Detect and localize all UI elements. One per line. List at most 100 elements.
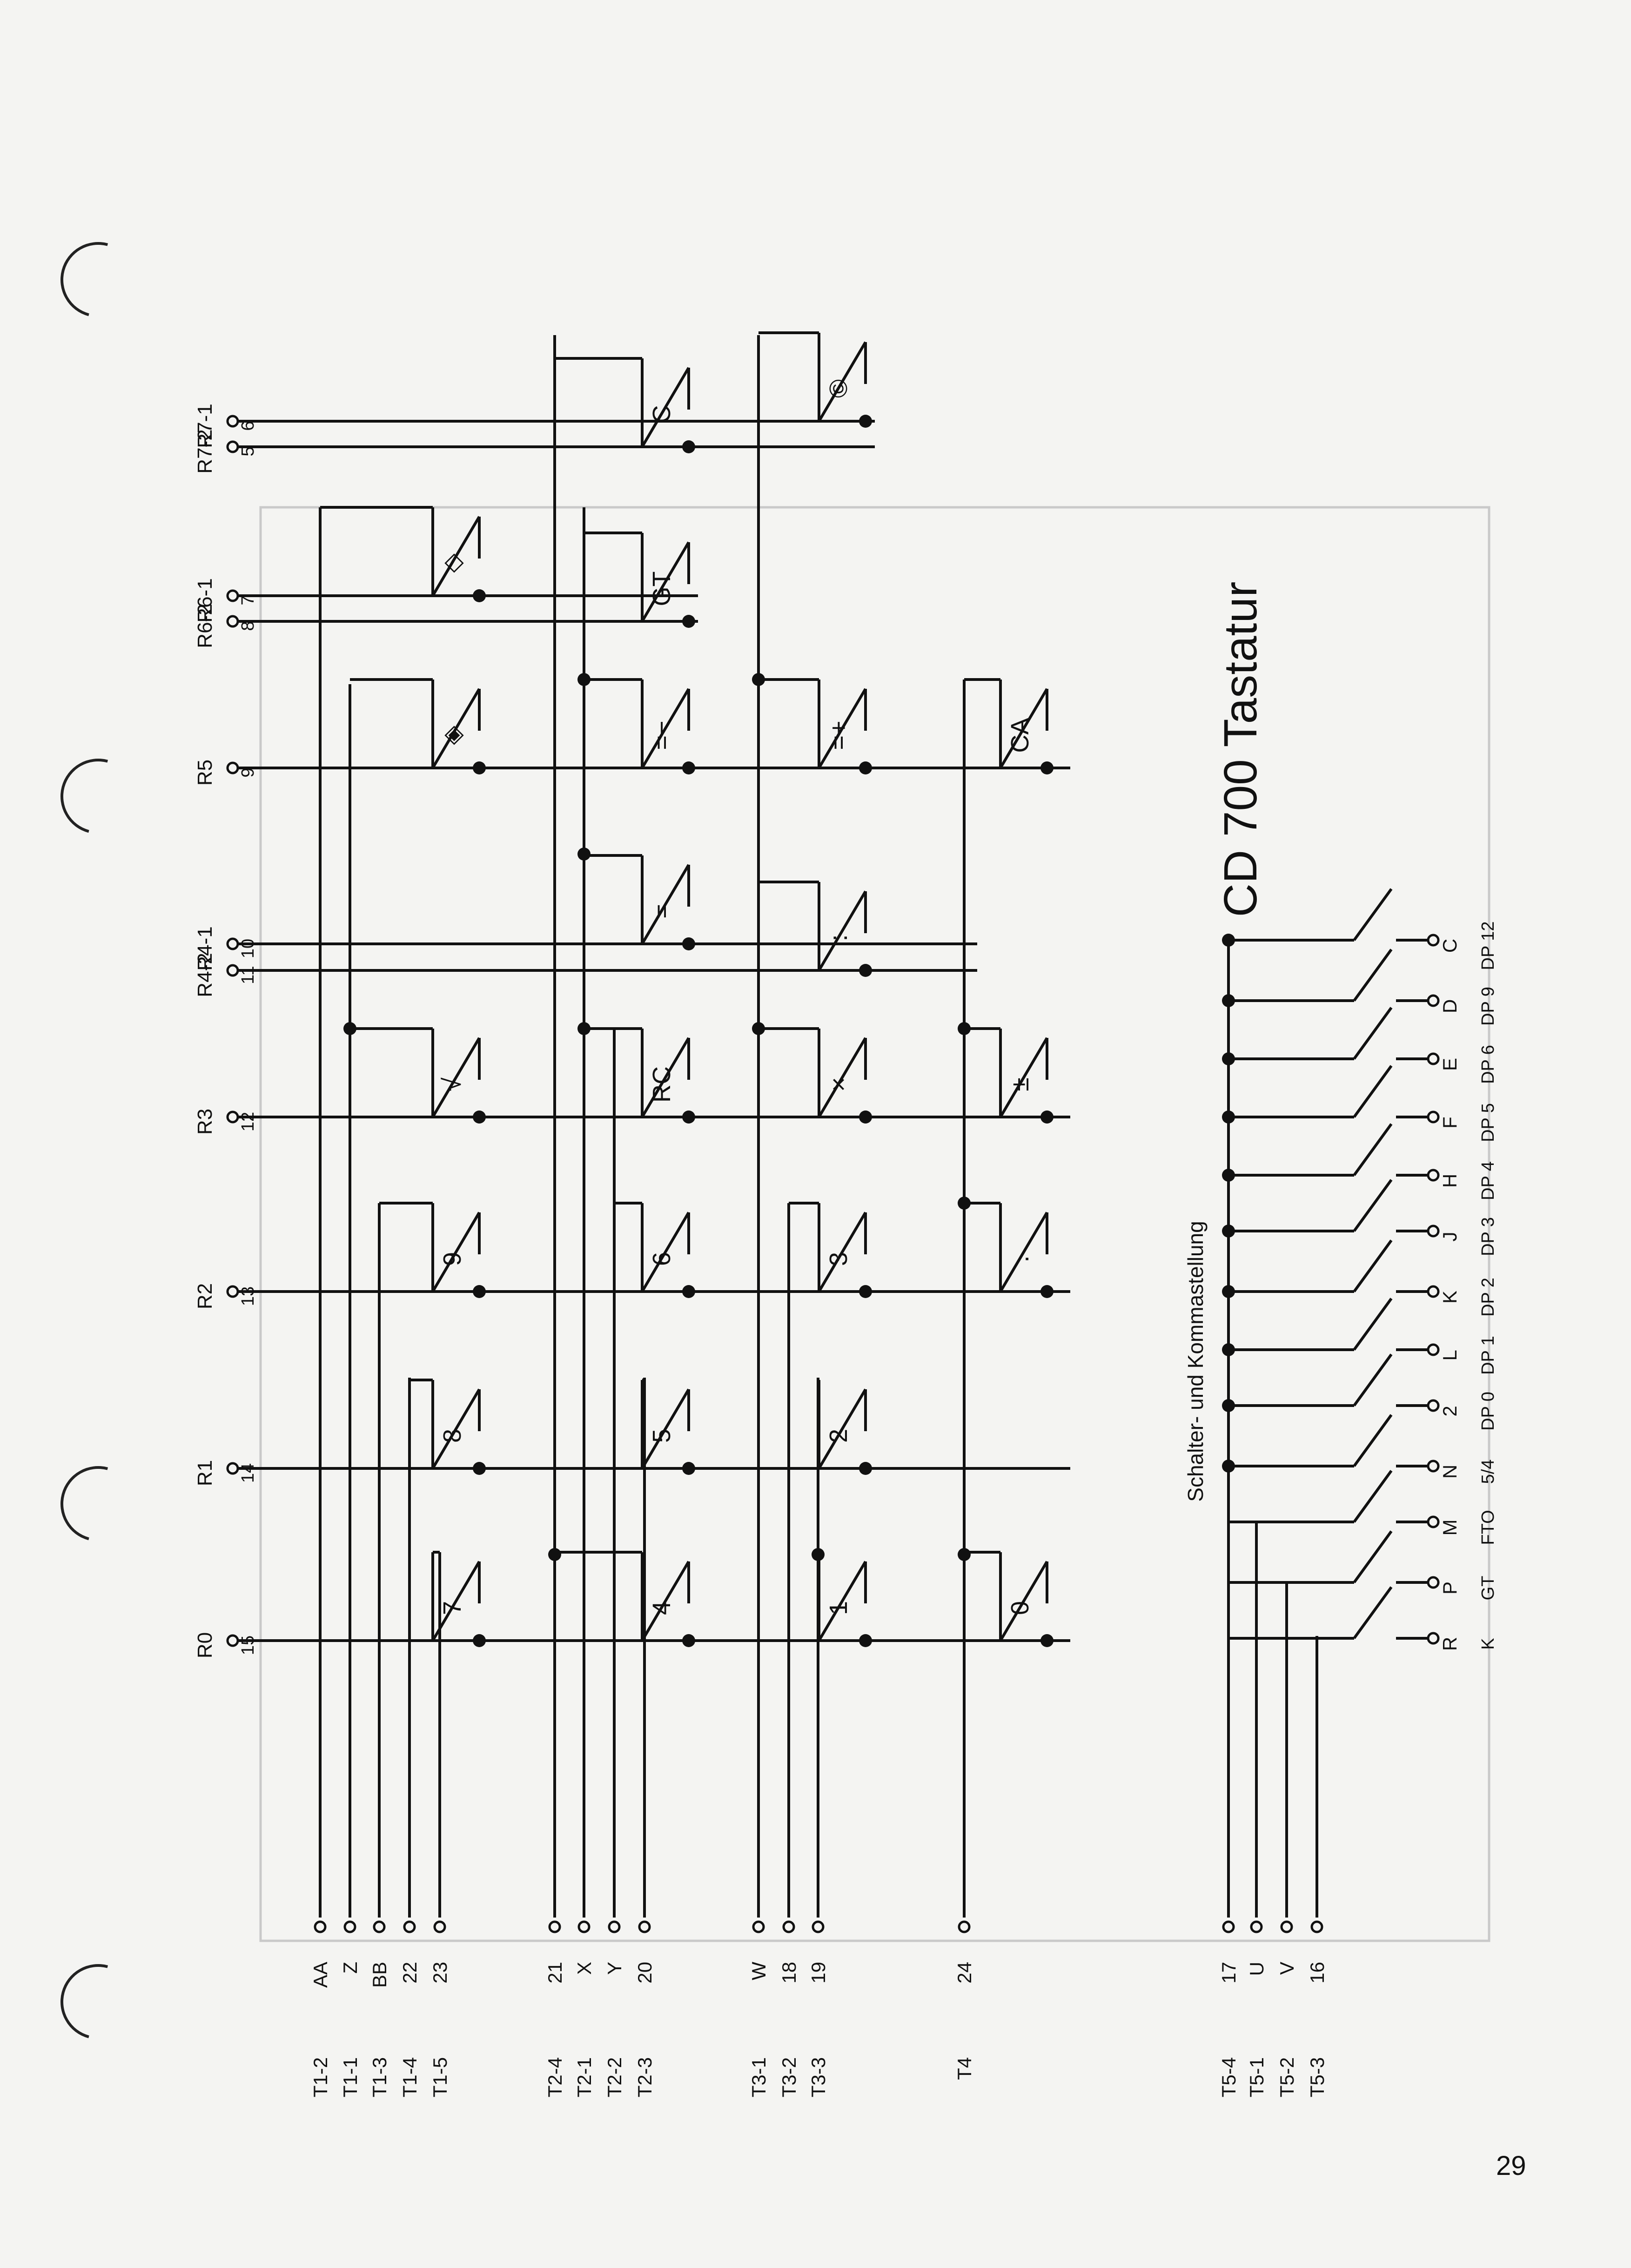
row-label: R7-1: [194, 404, 216, 448]
row-label: R4-1: [194, 926, 216, 970]
column-pin: 16: [1306, 1962, 1328, 1984]
key-label-©: ©: [825, 379, 852, 398]
column-label: T5-4: [1218, 2057, 1240, 2097]
column-pin: 19: [807, 1962, 829, 1984]
column-terminal: [373, 1920, 386, 1933]
junction-dot: [577, 1022, 591, 1035]
row-terminal: [226, 1110, 239, 1124]
ghost-board-outline: [259, 506, 1490, 1942]
column-pin: 23: [429, 1962, 451, 1984]
junction-dot: [1040, 1285, 1054, 1298]
switch-blade: [1353, 1470, 1393, 1523]
row-label: R7-2: [194, 429, 216, 473]
junction-dot: [548, 1548, 561, 1561]
switch-position: DP 3: [1478, 1217, 1498, 1256]
column-terminal: [608, 1920, 621, 1933]
switch-position: FTO: [1478, 1510, 1498, 1545]
key-contact: [431, 688, 481, 769]
key-label-RC: RC: [648, 1066, 676, 1103]
junction-dot: [1222, 1110, 1235, 1124]
key-label-C: C: [648, 405, 676, 424]
junction-dot: [752, 1022, 765, 1035]
junction-dot: [859, 1285, 872, 1298]
row-pin: 8: [238, 621, 258, 631]
column-pin: 18: [778, 1962, 800, 1984]
column-pin: Z: [339, 1962, 361, 1974]
key-contact: [641, 1388, 690, 1469]
junction-dot: [1222, 1225, 1235, 1238]
row-pin: 11: [238, 966, 258, 984]
junction-dots: [226, 415, 1440, 1933]
column-label: T2-1: [573, 2057, 595, 2097]
switch-blade: [1353, 1298, 1393, 1351]
junction-dot: [343, 1022, 356, 1035]
junction-dot: [958, 1022, 971, 1035]
key-contact: [431, 516, 481, 597]
row-terminal: [226, 1285, 239, 1298]
junction-dot: [859, 1634, 872, 1647]
column-terminal: [577, 1920, 591, 1933]
column-label: T5-1: [1246, 2057, 1268, 2097]
column-terminal: [403, 1920, 416, 1933]
key-label-4: 4: [648, 1601, 676, 1615]
key-label-6: 6: [648, 1252, 676, 1266]
switch-position: DP 5: [1478, 1103, 1498, 1142]
switch-blade: [1353, 1414, 1393, 1467]
junction-dot: [473, 761, 486, 774]
row-pin: 7: [238, 595, 258, 605]
junction-dot: [859, 964, 872, 977]
junction-dot: [682, 1285, 695, 1298]
key-label-=−: =−: [648, 720, 676, 750]
column-pin: AA: [309, 1962, 331, 1988]
junction-dot: [473, 1110, 486, 1124]
key-label-1: 1: [825, 1601, 852, 1615]
key-label-.: .: [1006, 1255, 1034, 1262]
junction-dot: [682, 1110, 695, 1124]
row-label: R6-1: [194, 578, 216, 622]
junction-dot: [1222, 1169, 1235, 1182]
row-label: R0: [194, 1632, 216, 1658]
row-label: R3: [194, 1109, 216, 1135]
switch-letter: 2: [1439, 1406, 1461, 1416]
key-contact: [641, 367, 690, 448]
page-number: 29: [1496, 2151, 1526, 2181]
key-label-◈: ◈: [438, 726, 466, 745]
switch-letter: F: [1439, 1117, 1461, 1129]
row-label: R1: [194, 1460, 216, 1486]
column-pin: V: [1276, 1962, 1298, 1975]
key-contact: [818, 688, 867, 769]
switch-letter: E: [1439, 1058, 1461, 1071]
switch-letter: P: [1439, 1582, 1461, 1595]
column-terminal: [433, 1920, 446, 1933]
row-label: R2: [194, 1283, 216, 1309]
row-pin: 13: [238, 1286, 258, 1306]
key-label-7: 7: [438, 1601, 466, 1615]
column-terminal: [812, 1920, 825, 1933]
junction-dot: [473, 589, 486, 602]
junction-dot: [812, 1548, 825, 1561]
switch-terminal: [1427, 1343, 1440, 1356]
key-contact: [431, 1388, 481, 1469]
column-label: T3-1: [748, 2057, 770, 2097]
key-contact: [641, 864, 690, 945]
junction-dot: [1222, 1343, 1235, 1356]
junction-dot: [682, 761, 695, 774]
switch-position: DP 6: [1478, 1045, 1498, 1084]
key-label-◇: ◇: [438, 553, 466, 573]
junction-dot: [1222, 1399, 1235, 1412]
column-pin: W: [748, 1962, 770, 1980]
row-terminal: [226, 589, 239, 602]
row-pin: 12: [238, 1112, 258, 1131]
column-label: T1-3: [369, 2057, 390, 2097]
column-terminal: [958, 1920, 971, 1933]
column-label: T5-3: [1306, 2057, 1328, 2097]
switch-position: DP 9: [1478, 987, 1498, 1026]
junction-dot: [752, 673, 765, 686]
column-terminal: [314, 1920, 327, 1933]
row-label: R5: [194, 760, 216, 786]
key-contact: [431, 1211, 481, 1292]
switch-terminal: [1427, 1576, 1440, 1589]
junction-dot: [1040, 1634, 1054, 1647]
